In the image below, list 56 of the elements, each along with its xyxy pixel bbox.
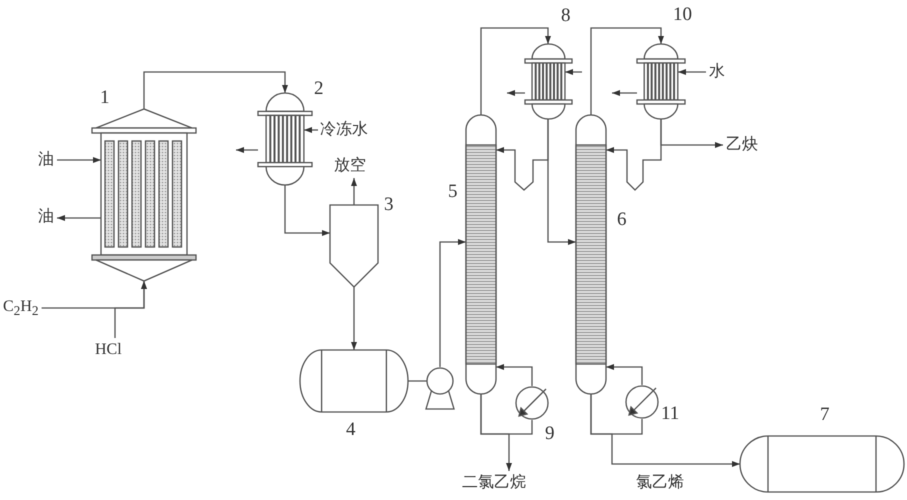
condenser-drawing <box>258 93 312 185</box>
pipe-arrow <box>351 178 357 205</box>
stream-label: 放空 <box>334 157 366 175</box>
stream-label: 油 <box>38 151 54 169</box>
separator-drawing <box>330 205 378 287</box>
stream-label: 二氯乙烷 <box>462 474 526 492</box>
pipe-arrow <box>678 69 706 75</box>
pump-drawing <box>426 367 454 409</box>
pipe-arrow <box>547 119 576 245</box>
column-drawing <box>576 115 606 394</box>
condenser-drawing <box>637 44 685 119</box>
callout-number: 9 <box>545 424 554 444</box>
pipe-arrow <box>236 147 258 153</box>
pipe-arrow <box>480 27 551 115</box>
stream-label: 乙炔 <box>726 136 758 154</box>
callout-number: 10 <box>673 5 692 25</box>
stream-label: 冷冻水 <box>320 121 368 139</box>
pipe-arrow <box>304 127 318 133</box>
callout-number: 4 <box>346 420 356 440</box>
pipe-arrow <box>590 27 664 115</box>
callout-number: 1 <box>100 88 110 108</box>
column-drawing <box>466 115 496 394</box>
pipe-arrow <box>590 394 740 467</box>
reboiler-drawing <box>515 386 549 420</box>
edge-label: 氯乙烯 <box>636 474 684 492</box>
stream-label: 油 <box>38 208 54 226</box>
pipe-arrow <box>660 119 723 148</box>
pipe-arrow <box>606 364 643 385</box>
callout-number: 7 <box>820 405 830 425</box>
callout-number: 11 <box>661 404 680 424</box>
callout-number: 6 <box>617 210 626 230</box>
pipe-arrow <box>143 71 288 109</box>
pipe-arrow <box>439 239 466 367</box>
condenser-drawing <box>525 44 572 119</box>
reactor-drawing <box>92 109 196 281</box>
pipe-arrow <box>57 157 101 163</box>
callout-number: 5 <box>448 182 458 202</box>
pipe-arrow <box>496 364 533 386</box>
tank-drawing <box>300 350 408 412</box>
pipe-arrow <box>565 69 582 75</box>
callout-number: 8 <box>561 6 570 26</box>
pipe-arrow <box>507 90 525 96</box>
pipe-arrow <box>480 394 512 471</box>
callout-number: 2 <box>314 79 324 99</box>
callout-number: 3 <box>384 195 394 215</box>
tank-drawing <box>740 436 904 492</box>
stream-label: C$_{2}$H$_{2}$ <box>3 298 39 320</box>
pipe-arrow <box>351 287 357 350</box>
pipe-line <box>408 380 427 382</box>
reboiler-drawing <box>625 385 659 419</box>
stream-label: HCl <box>95 341 122 359</box>
pipe-arrow <box>284 185 330 236</box>
pipe-arrow <box>57 215 101 221</box>
pipe-arrow <box>114 281 147 338</box>
stream-label: 水 <box>709 63 725 81</box>
pipe-arrow <box>612 90 637 96</box>
